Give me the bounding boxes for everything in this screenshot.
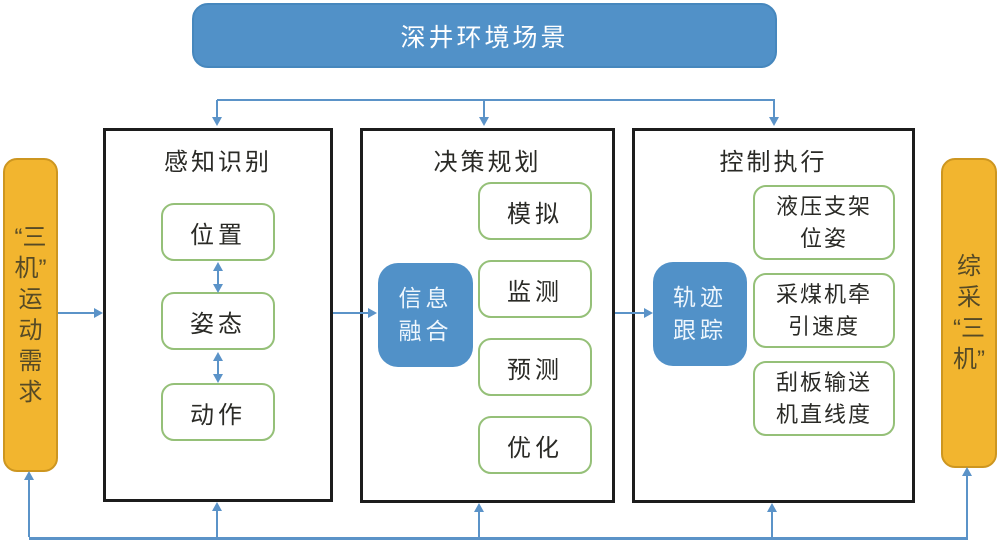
- fully-mechanized-char: 机”: [953, 346, 985, 373]
- feedback-to-decision-line: [478, 510, 480, 537]
- fully-mechanized-panel: 综 采 “三 机”: [941, 158, 997, 468]
- shearer-speed-node: 采煤机牵 引速度: [753, 273, 895, 348]
- feedback-to-control-line: [771, 510, 773, 537]
- trajectory-tracking-node: 轨迹 跟踪: [653, 262, 747, 366]
- environment-scene-label: 深井环境场景: [400, 23, 569, 52]
- motion-demand-char: “三: [14, 224, 47, 251]
- env-arrow-to-control-line: [773, 100, 775, 118]
- motion-demand-char: 需: [18, 348, 43, 375]
- environment-scene-node: 深井环境场景: [192, 3, 777, 68]
- optimization-node: 优化: [478, 416, 592, 474]
- feedback-to-demand-line: [28, 479, 30, 537]
- env-arrow-to-control-head: [769, 117, 779, 126]
- feedback-to-mechanized-head: [962, 467, 972, 476]
- feedback-to-mechanized-line: [966, 475, 968, 537]
- env-arrow-to-perception-head: [212, 117, 222, 126]
- feedback-to-decision-head: [474, 503, 484, 512]
- hydraulic-support-node: 液压支架 位姿: [753, 185, 895, 260]
- env-distribution-line: [217, 99, 775, 101]
- motion-demand-char: 运: [18, 286, 43, 313]
- fully-mechanized-char: “三: [953, 315, 985, 342]
- motion-demand-char: 求: [18, 379, 43, 406]
- motion-demand-panel: “三 机” 运 动 需 求: [3, 158, 58, 472]
- position-node: 位置: [161, 203, 275, 261]
- information-fusion-node: 信息 融合: [378, 263, 473, 367]
- env-arrow-to-decision-head: [479, 117, 489, 126]
- feedback-line: [29, 537, 968, 540]
- motion-demand-char: 动: [18, 317, 43, 344]
- motion-demand-char: 机”: [14, 255, 47, 282]
- feedback-to-control-head: [767, 503, 777, 512]
- fully-mechanized-char: 采: [957, 284, 981, 311]
- feedback-to-perception-head: [212, 502, 222, 511]
- feedback-to-perception-line: [216, 509, 218, 537]
- feedback-to-demand-head: [24, 471, 34, 480]
- prediction-node: 预测: [478, 338, 592, 396]
- monitoring-node: 监测: [478, 260, 592, 318]
- conveyor-straightness-node: 刮板输送 机直线度: [753, 361, 895, 436]
- control-title: 控制执行: [719, 149, 828, 176]
- perception-title: 感知识别: [164, 149, 272, 176]
- posture-node: 姿态: [161, 292, 275, 350]
- action-node: 动作: [161, 383, 275, 441]
- decision-title: 决策规划: [433, 149, 542, 176]
- env-arrow-to-decision-line: [483, 100, 485, 118]
- simulation-node: 模拟: [478, 182, 592, 240]
- fully-mechanized-char: 综: [957, 253, 981, 280]
- env-arrow-to-perception-line: [216, 100, 218, 118]
